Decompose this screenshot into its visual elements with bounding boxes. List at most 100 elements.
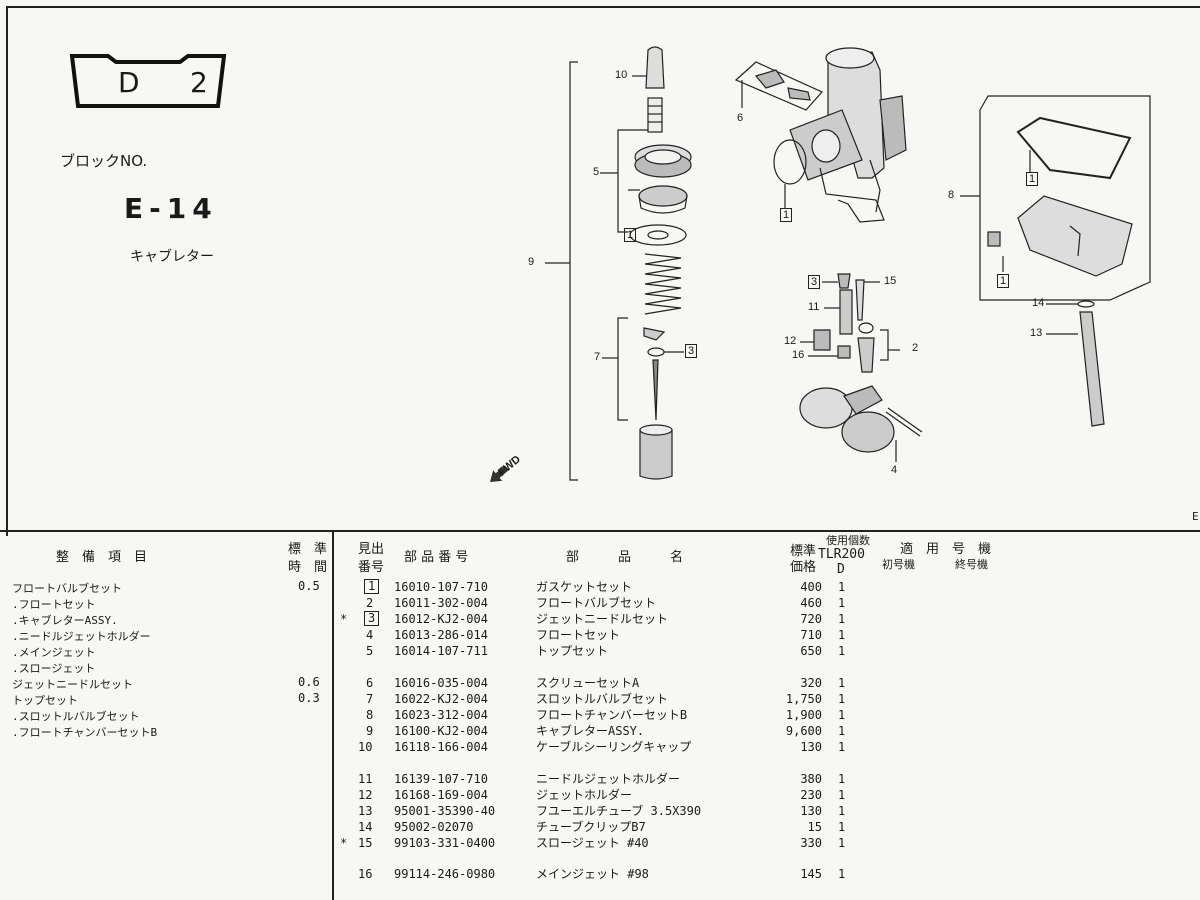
callout-6: 6 [737,112,744,124]
std-price: 710 [800,628,822,642]
quantity: 1 [838,708,846,722]
std-price: 9,600 [785,724,822,738]
std-price: 130 [800,804,822,818]
header-part-no: 部 品 番 号 [404,550,469,565]
table-divider [332,532,334,900]
ref-number: 1 [364,579,380,594]
header-last-frame: 終号機 [955,558,988,571]
callout-15: 15 [884,275,897,287]
service-item-name: .スロットルバルブセット [12,710,140,723]
service-item-time: 0.3 [298,691,320,705]
service-item-time: 0.5 [298,579,320,593]
header-qty-type: D [837,562,845,577]
ref-number: 12 [358,788,373,802]
std-price: 380 [800,772,822,786]
callout-1-top-gasket: 1 [624,228,637,242]
std-price: 460 [800,596,822,610]
callout-11: 11 [808,301,820,313]
part-number: 16023-312-004 [394,708,488,722]
ref-number: 15 [358,836,373,850]
service-item-name: .フロートセット [12,598,96,611]
std-price: 1,900 [785,708,822,722]
service-item-name: フロートバルブセット [12,582,122,595]
service-item-name: トップセット [12,694,78,707]
callout-3-needle: 3 [685,344,698,358]
callout-4: 4 [891,464,898,476]
asterisk-mark: * [340,836,348,850]
carburetor-exploded-diagram [490,46,1151,482]
quantity: 1 [838,867,846,881]
page-code-badge [69,54,227,108]
ref-number: 14 [358,820,373,834]
ref-number: 2 [366,596,374,610]
ref-number: 10 [358,740,373,754]
service-item-time: 0.6 [298,675,320,689]
table-top-rule [0,530,1200,532]
service-item-name: .キャブレターASSY. [12,614,118,627]
ref-number: 16 [358,867,373,881]
part-name: ニードルジェットホルダー [536,772,681,786]
quantity: 1 [838,580,846,594]
std-price: 650 [800,644,822,658]
edge-mark: E [1192,510,1199,523]
quantity: 1 [838,628,846,642]
ref-number: 8 [366,708,374,722]
service-item-name: .スロージェット [12,662,96,675]
part-name: スロットルバルブセット [536,692,669,706]
part-number: 16014-107-711 [394,644,488,658]
callout-7: 7 [594,351,601,363]
part-number: 16011-302-004 [394,596,488,610]
callout-1-gasket: 1 [1026,172,1039,186]
part-name: トップセット [536,644,609,658]
header-qty-model: TLR200 [818,547,865,562]
service-item-name: .メインジェット [12,646,96,659]
part-number: 16016-035-004 [394,676,488,690]
part-number: 16139-107-710 [394,772,488,786]
part-number: 99103-331-0400 [394,836,496,850]
section-title: キャブレター [130,249,214,265]
quantity: 1 [838,676,846,690]
quantity: 1 [838,724,846,738]
header-part-name: 部 品 名 [566,550,684,565]
ref-number: 7 [366,692,374,706]
quantity: 1 [838,772,846,786]
callout-12: 12 [784,335,797,347]
part-name: キャブレターASSY. [536,724,645,738]
ref-number: 5 [366,644,374,658]
callout-1-washer: 1 [997,274,1010,288]
std-price: 330 [800,836,822,850]
callout-14: 14 [1032,297,1045,309]
callout-2: 2 [912,342,919,354]
block-number: E-14 [124,192,218,225]
quantity: 1 [838,788,846,802]
std-price: 1,750 [785,692,822,706]
quantity: 1 [838,820,846,834]
part-number: 16013-286-014 [394,628,488,642]
callout-10: 10 [615,69,628,81]
header-qty: 使用個数 [826,534,870,547]
quantity: 1 [838,692,846,706]
frame-top-border [6,6,1200,8]
std-price: 400 [800,580,822,594]
callout-3-jet: 3 [808,275,821,289]
callout-8: 8 [948,189,955,201]
ref-number: 6 [366,676,374,690]
block-number-label: ブロックNO. [60,152,148,170]
service-item-name: ジェットニードルセット [12,678,133,691]
header-std-price-2: 価格 [790,560,817,575]
header-std-price-1: 標準 [790,544,817,559]
quantity: 1 [838,612,846,626]
part-number: 95001-35390-40 [394,804,496,818]
ref-number: 4 [366,628,374,642]
quantity: 1 [838,836,846,850]
